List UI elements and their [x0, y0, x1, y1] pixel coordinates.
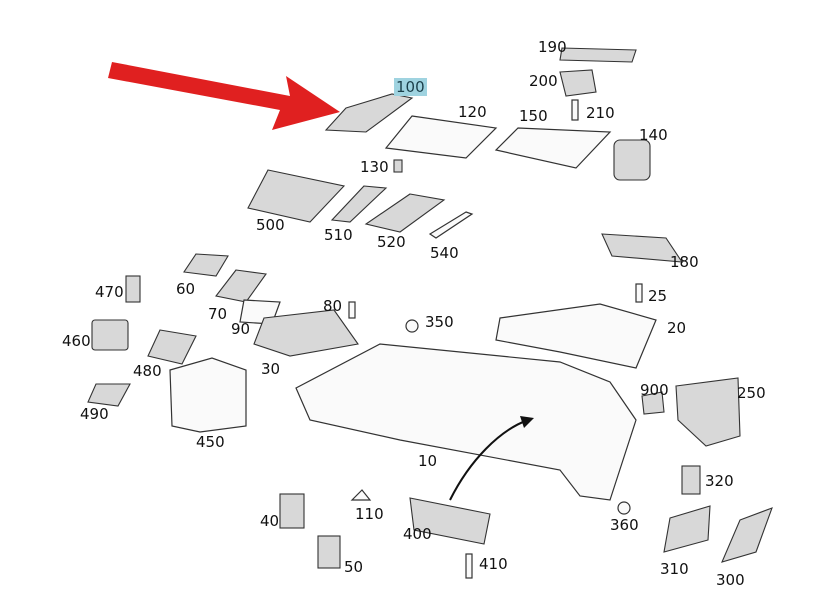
label-50: 50 — [344, 558, 364, 576]
label-190: 190 — [538, 38, 567, 56]
part-250-shape — [675, 377, 741, 447]
part-500-shape — [247, 169, 346, 223]
label-110: 110 — [355, 505, 384, 523]
part-320-shape — [681, 465, 701, 495]
label-320: 320 — [705, 472, 734, 490]
label-25: 25 — [648, 287, 668, 305]
part-310-shape — [663, 505, 711, 553]
part-450-shape — [169, 357, 247, 433]
label-460: 460 — [62, 332, 91, 350]
part-200-shape — [559, 69, 597, 97]
label-100-highlighted: 100 — [394, 78, 427, 96]
label-540: 540 — [430, 244, 459, 262]
label-120: 120 — [458, 103, 487, 121]
part-110-shape — [350, 489, 372, 501]
part-520-shape — [364, 193, 446, 233]
part-190-shape — [559, 47, 637, 63]
label-40: 40 — [260, 512, 280, 530]
label-500: 500 — [256, 216, 285, 234]
part-130-shape — [393, 159, 403, 173]
label-250: 250 — [737, 384, 766, 402]
part-20-shape — [495, 303, 657, 369]
label-130: 130 — [360, 158, 389, 176]
part-40-shape — [279, 493, 305, 529]
label-70: 70 — [208, 305, 228, 323]
label-150: 150 — [519, 107, 548, 125]
part-70-shape — [215, 269, 267, 303]
label-300: 300 — [716, 571, 745, 589]
label-520: 520 — [377, 233, 406, 251]
reference-arrow — [449, 419, 529, 501]
part-350-shape — [405, 319, 419, 333]
part-900-shape — [641, 391, 665, 415]
part-120-shape — [384, 115, 498, 159]
red-pointer-arrow — [108, 62, 340, 130]
part-30-shape — [253, 309, 359, 357]
label-470: 470 — [95, 283, 124, 301]
part-25-shape — [635, 283, 643, 303]
part-460-shape — [91, 319, 129, 351]
part-100-shape — [324, 93, 414, 133]
part-60-shape — [183, 253, 229, 277]
part-210-shape — [571, 99, 579, 121]
part-410-shape — [465, 553, 473, 579]
label-90: 90 — [231, 320, 251, 338]
label-140: 140 — [639, 126, 668, 144]
label-60: 60 — [176, 280, 196, 298]
part-50-shape — [317, 535, 341, 569]
label-900: 900 — [640, 381, 669, 399]
reference-arrow-head — [520, 416, 534, 428]
part-150-shape — [494, 127, 612, 169]
part-400-shape — [409, 497, 491, 545]
part-300-shape — [721, 507, 773, 563]
part-140-shape — [613, 139, 651, 181]
label-410: 410 — [479, 555, 508, 573]
label-490: 490 — [80, 405, 109, 423]
label-480: 480 — [133, 362, 162, 380]
part-360-shape — [617, 501, 631, 515]
label-510: 510 — [324, 226, 353, 244]
part-180-shape — [601, 233, 684, 263]
part-480-shape — [147, 329, 197, 365]
part-80-shape — [348, 301, 356, 319]
label-210: 210 — [586, 104, 615, 122]
label-350: 350 — [425, 313, 454, 331]
label-360: 360 — [610, 516, 639, 534]
label-450: 450 — [196, 433, 225, 451]
label-400: 400 — [403, 525, 432, 543]
part-510-shape — [330, 185, 388, 223]
part-540-shape — [428, 211, 474, 239]
part-470-shape — [125, 275, 141, 303]
part-10-shape — [295, 343, 637, 501]
label-310: 310 — [660, 560, 689, 578]
label-30: 30 — [261, 360, 281, 378]
label-10: 10 — [418, 452, 438, 470]
label-20: 20 — [667, 319, 687, 337]
label-180: 180 — [670, 253, 699, 271]
label-80: 80 — [323, 297, 343, 315]
label-200: 200 — [529, 72, 558, 90]
part-490-shape — [87, 383, 131, 407]
